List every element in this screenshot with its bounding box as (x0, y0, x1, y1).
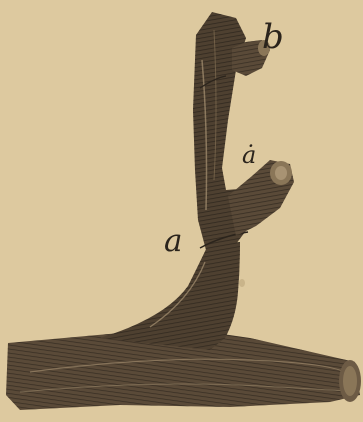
label-a: a (164, 226, 182, 257)
label-b: b (262, 20, 284, 54)
stub-a-dot (228, 160, 294, 236)
label-a-dot: ȧ (242, 143, 256, 167)
